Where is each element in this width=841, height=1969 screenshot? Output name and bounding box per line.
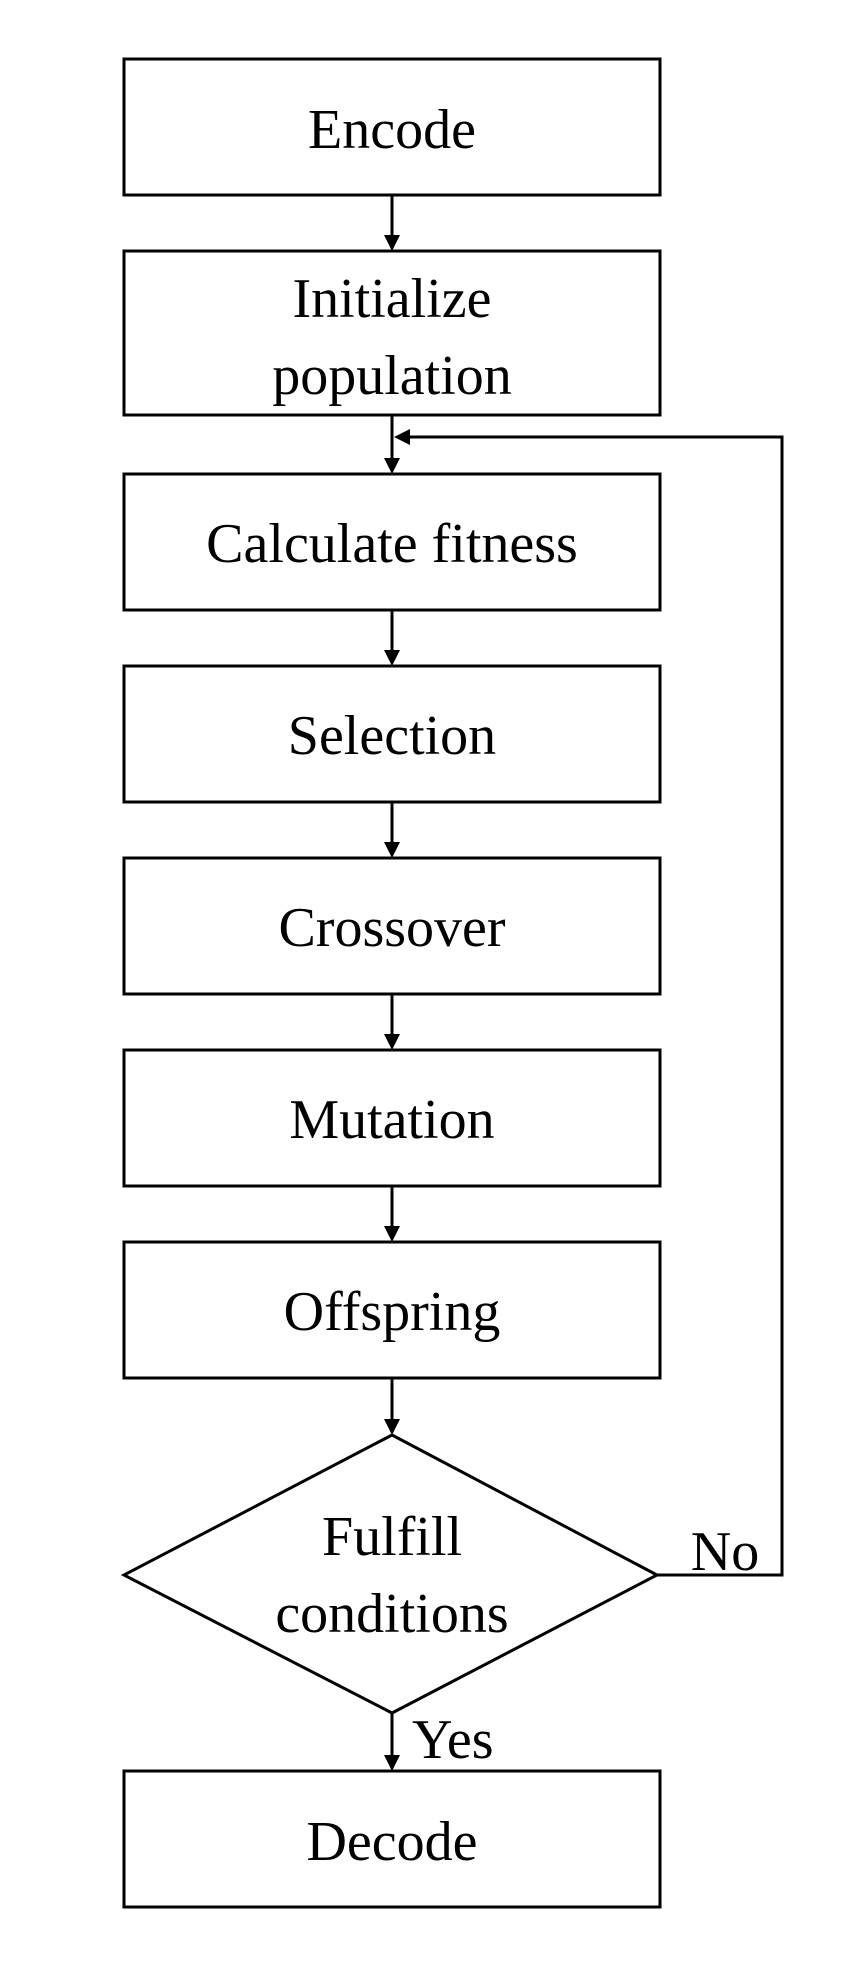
- node-calculate-fitness: Calculate fitness: [122, 472, 662, 612]
- edge-condition-loop-arrowhead: [394, 429, 410, 445]
- node-crossover-label: Crossover: [278, 897, 505, 959]
- edge-mutation-to-offspring-arrowhead: [384, 1226, 400, 1242]
- edge-condition-to-decode-yes: Yes: [384, 1709, 493, 1771]
- edge-crossover-to-mutation: [384, 994, 400, 1050]
- node-mutation-label: Mutation: [289, 1089, 494, 1151]
- node-mutation: Mutation: [122, 1048, 662, 1188]
- edge-encode-to-initialize-arrowhead: [384, 235, 400, 251]
- node-mutation-box: [122, 1048, 662, 1188]
- edge-initialize-to-calculate: [384, 415, 400, 474]
- edge-selection-to-crossover-arrowhead: [384, 842, 400, 858]
- edge-condition-loop-line: [408, 435, 784, 1577]
- edge-label-yes: Yes: [412, 1709, 493, 1771]
- node-calculate-fitness-label: Calculate fitness: [206, 513, 578, 575]
- edge-offspring-to-condition-arrowhead: [384, 1419, 400, 1435]
- node-crossover: Crossover: [122, 856, 662, 996]
- edge-label-no: No: [691, 1521, 759, 1583]
- node-offspring: Offspring: [122, 1240, 662, 1380]
- node-initialize-population: Initialize population: [122, 249, 662, 417]
- node-crossover-box: [122, 856, 662, 996]
- edge-initialize-to-calculate-arrowhead: [384, 458, 400, 474]
- node-decode: Decode: [122, 1769, 662, 1909]
- edge-condition-loop-no: No: [394, 429, 784, 1583]
- node-initialize-population-box: [122, 249, 662, 417]
- edge-selection-to-crossover: [384, 802, 400, 858]
- node-initialize-population-label-line2: population: [272, 345, 512, 407]
- edge-mutation-to-offspring: [384, 1186, 400, 1242]
- node-encode-label: Encode: [308, 99, 476, 161]
- edge-condition-to-decode-arrowhead: [384, 1755, 400, 1771]
- node-decode-box: [122, 1769, 662, 1909]
- node-fulfill-conditions-diamond: [120, 1433, 661, 1715]
- node-encode-box: [122, 57, 662, 197]
- node-fulfill-conditions: Fulfill conditions: [120, 1433, 661, 1715]
- edge-calculate-to-selection-arrowhead: [384, 650, 400, 666]
- node-decode-label: Decode: [306, 1811, 477, 1873]
- edge-calculate-to-selection: [384, 610, 400, 666]
- edge-encode-to-initialize: [384, 195, 400, 251]
- node-selection-label: Selection: [288, 705, 496, 767]
- node-selection: Selection: [122, 664, 662, 804]
- node-initialize-population-label-line1: Initialize: [292, 268, 491, 330]
- node-fulfill-conditions-label-line1: Fulfill: [322, 1506, 462, 1568]
- edge-offspring-to-condition: [384, 1378, 400, 1435]
- node-fulfill-conditions-label-line2: conditions: [275, 1583, 508, 1645]
- edge-crossover-to-mutation-arrowhead: [384, 1034, 400, 1050]
- node-offspring-label: Offspring: [284, 1281, 501, 1343]
- node-encode: Encode: [122, 57, 662, 197]
- node-selection-box: [122, 664, 662, 804]
